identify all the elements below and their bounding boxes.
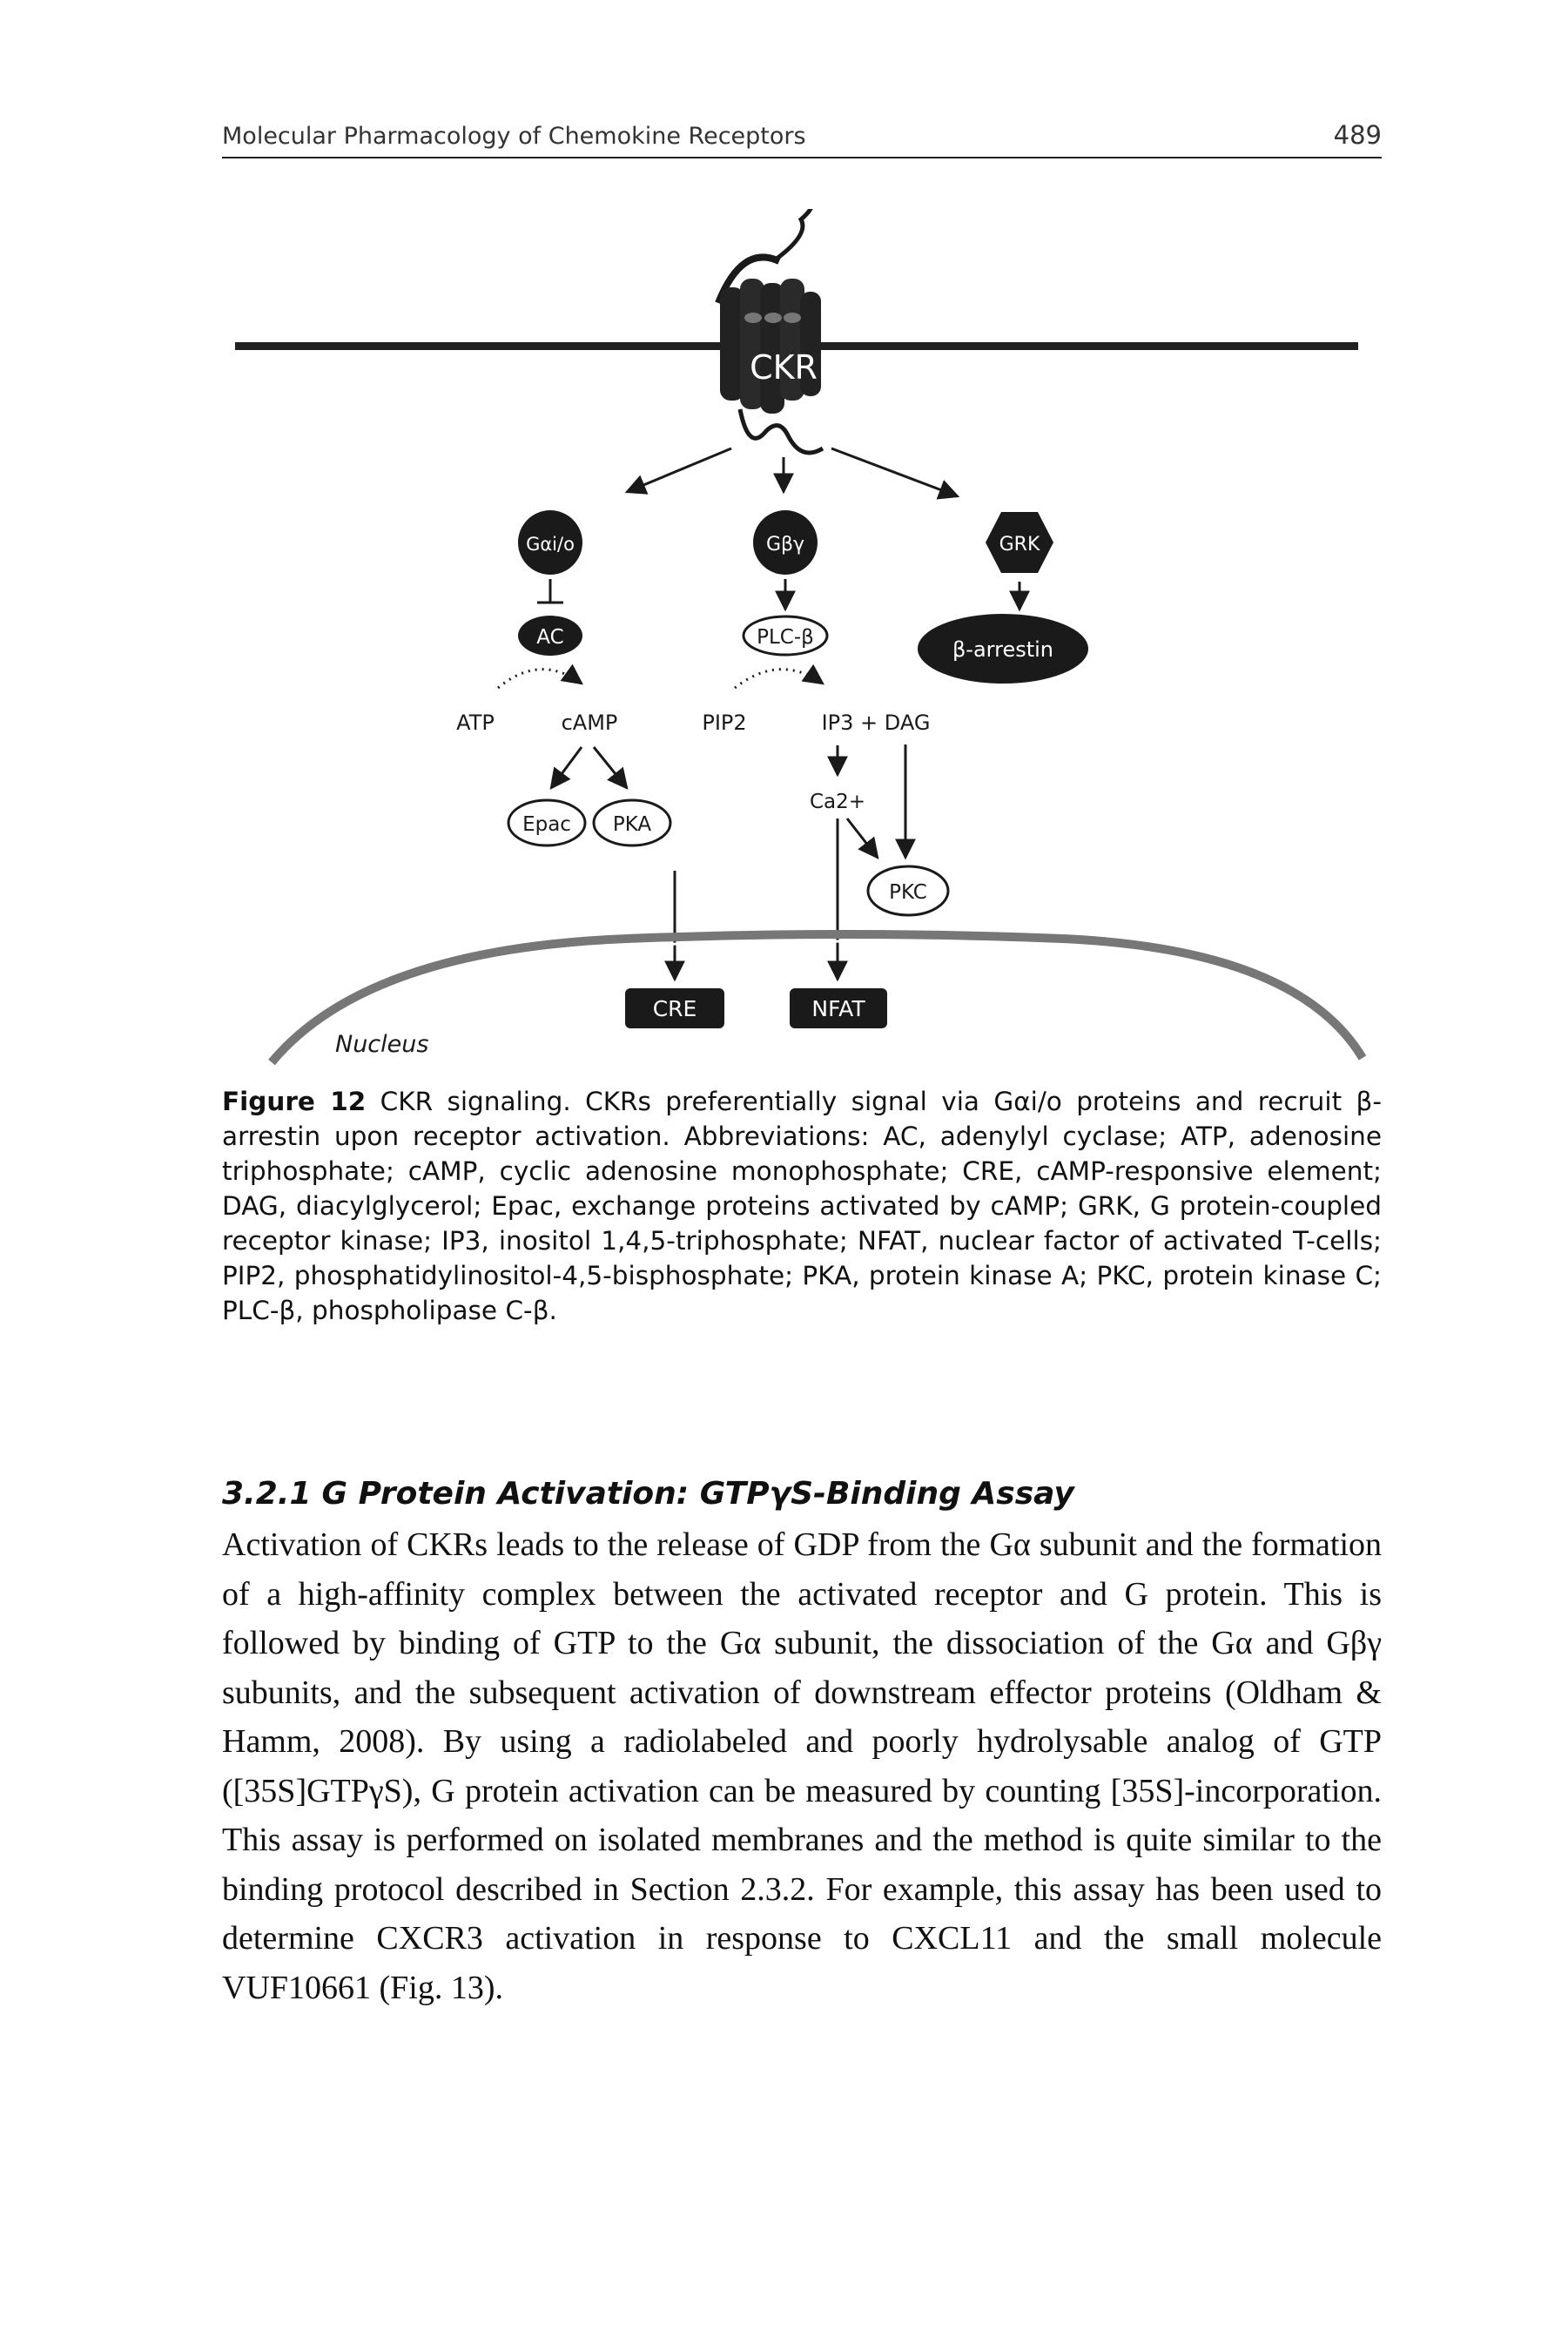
figure-caption: Figure 12 CKR signaling. CKRs preferenti… <box>222 1084 1382 1328</box>
nuclear-envelope-inner <box>279 940 1356 1065</box>
pka-label: PKA <box>613 813 652 836</box>
section-number: 3.2.1 <box>222 1476 312 1512</box>
running-title: Molecular Pharmacology of Chemokine Rece… <box>222 123 806 150</box>
caption-text: CKR signaling. CKRs preferentially signa… <box>222 1087 1382 1325</box>
arrow-ca-pkc <box>845 818 879 859</box>
pkc-node <box>866 865 950 917</box>
cre-label: CRE <box>653 996 697 1021</box>
header-rule <box>222 157 1382 158</box>
body-paragraph: Activation of CKRs leads to the release … <box>222 1526 1382 2006</box>
arrestin-node <box>918 614 1088 684</box>
arrow-camp-epac <box>549 746 583 790</box>
grk-node <box>986 512 1053 573</box>
grk-label: GRK <box>999 534 1040 556</box>
arrow-camp-pka <box>592 746 629 790</box>
camp-label: cAMP <box>562 711 618 735</box>
ip3-dag-label: IP3 + DAG <box>822 711 931 735</box>
ac-label: AC <box>536 626 563 649</box>
arrow-to-grk <box>831 447 960 500</box>
running-header: Molecular Pharmacology of Chemokine Rece… <box>222 113 1382 158</box>
arrow-to-gai <box>624 447 732 495</box>
nuclear-envelope <box>268 930 1367 1066</box>
plc-node <box>742 615 829 657</box>
gby-node <box>753 510 818 575</box>
epac-node <box>507 798 587 847</box>
plc-label: PLC-β <box>757 626 814 649</box>
ac-node <box>518 616 582 656</box>
cre-node <box>625 988 724 1028</box>
section-title: G Protein Activation: GTPγS-Binding Assa… <box>321 1476 1074 1512</box>
ckr-signaling-diagram: CKR Gαi/o Gβγ GRK AC PLC-β β-arrestin AT… <box>235 209 1367 1066</box>
calcium-label: Ca2+ <box>810 791 865 813</box>
arrestin-label: β-arrestin <box>952 637 1053 662</box>
pip2-label: PIP2 <box>702 711 746 735</box>
gby-label: Gβγ <box>766 534 804 556</box>
nucleus-label: Nucleus <box>335 1031 428 1058</box>
gai-node <box>518 510 582 575</box>
receptor-label: CKR <box>750 348 818 387</box>
receptor-ckr: CKR <box>715 209 824 455</box>
figure-label: Figure 12 <box>222 1087 367 1116</box>
page-number: 489 <box>1333 120 1382 150</box>
nfat-label: NFAT <box>811 996 865 1021</box>
gai-label: Gαi/o <box>526 534 575 555</box>
pip2-to-ip3-arc <box>734 664 824 690</box>
atp-label: ATP <box>456 711 495 735</box>
pkc-label: PKC <box>889 881 927 904</box>
pka-node <box>592 798 672 847</box>
epac-label: Epac <box>522 813 571 836</box>
nfat-node <box>790 988 887 1028</box>
atp-to-camp-arc <box>497 664 583 690</box>
